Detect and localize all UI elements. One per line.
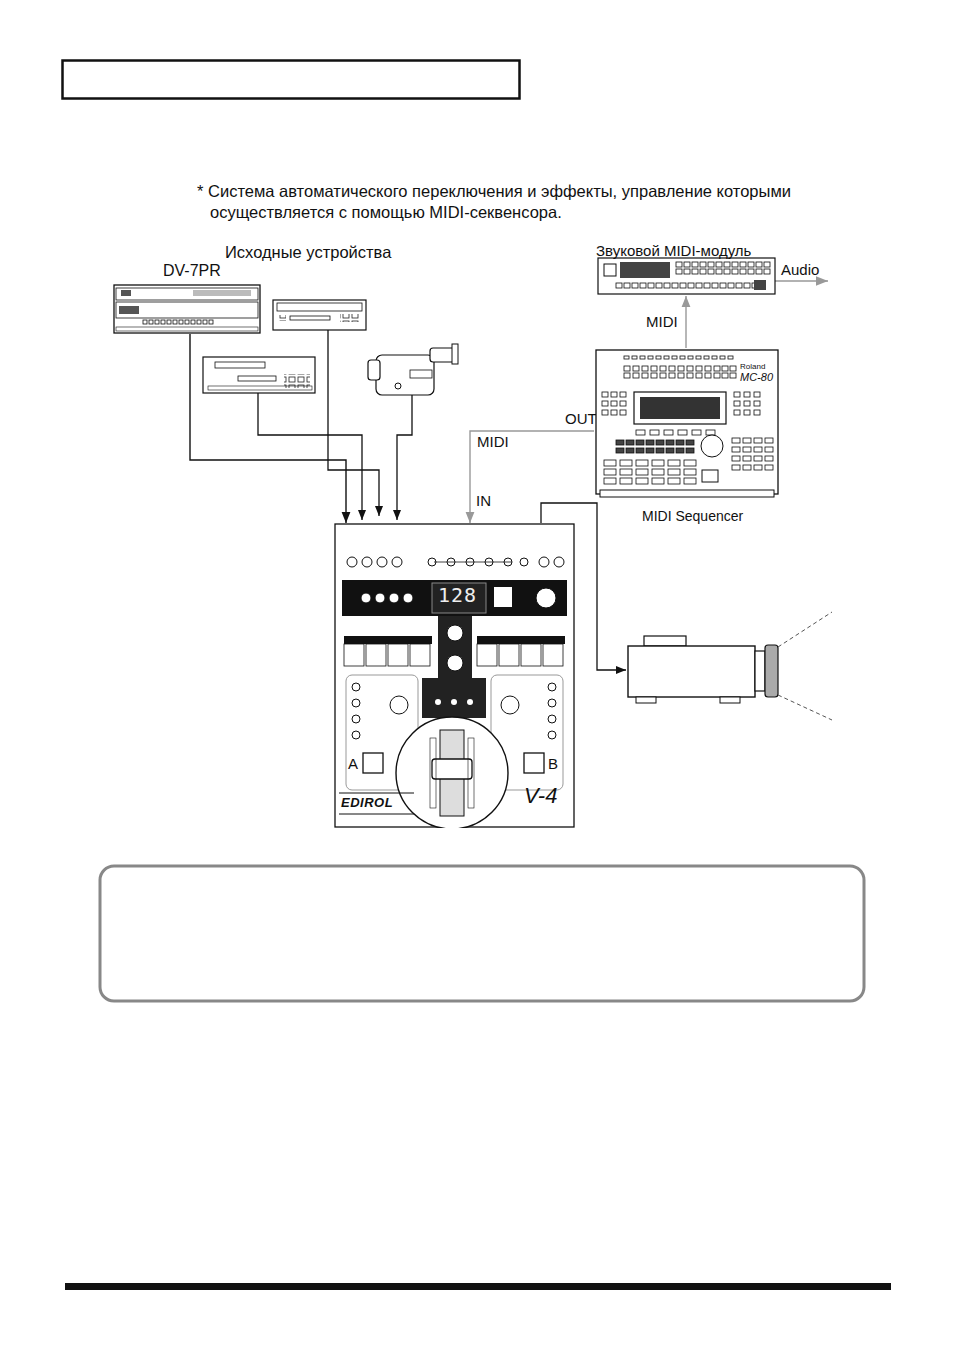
device-caption: MIDI Sequencer: [642, 508, 743, 524]
footnote: * Система автоматического переключения и…: [197, 181, 870, 224]
connector: [685, 296, 686, 348]
brand-logo: EDIROL: [341, 796, 393, 811]
device-name: DV-7PR: [163, 262, 221, 280]
channel-letter: A: [348, 755, 358, 772]
dvd-device: DV-7PR: [113, 262, 263, 334]
device-drawing: [334, 523, 575, 828]
group-heading: Исходные устройства: [225, 243, 391, 262]
port-label: OUT: [565, 410, 597, 427]
connector: [470, 431, 594, 523]
sound-module: Звуковой MIDI-модуль: [596, 242, 778, 296]
device-heading: Звуковой MIDI-модуль: [596, 242, 751, 259]
display-digits: 128: [438, 584, 477, 607]
connector: [190, 334, 346, 523]
edge-label: MIDI: [644, 313, 680, 330]
brand-name: Roland: [740, 362, 765, 371]
signal-label: Audio: [781, 261, 819, 278]
midi-sequencer: RolandMC-80MIDI Sequencer: [594, 348, 780, 528]
video-mixer: 128A B EDIROL V-4: [334, 523, 575, 828]
edge-label: MIDI: [475, 433, 511, 450]
model-name: V-4: [524, 783, 557, 808]
port-label: IN: [476, 492, 491, 509]
channel-letter: B: [548, 755, 558, 772]
model-name: MC-80: [740, 371, 773, 384]
